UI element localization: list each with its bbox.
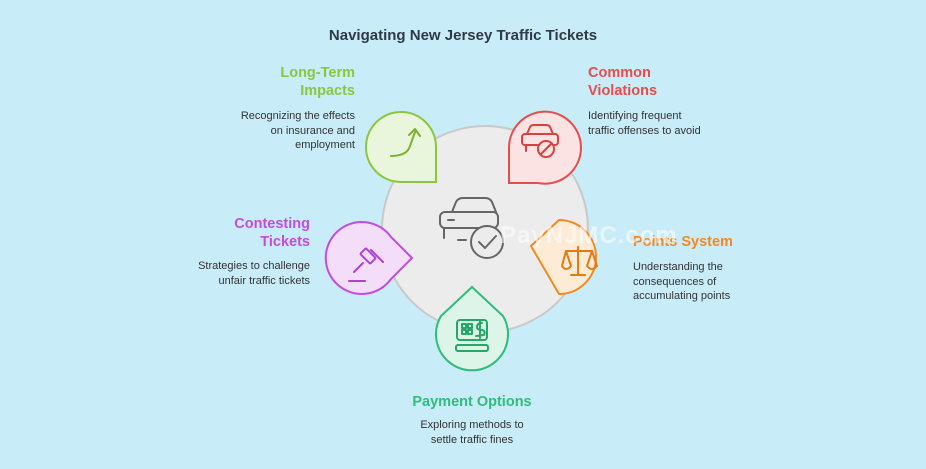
description-line: Strategies to challenge: [198, 260, 310, 272]
heading-line: Tickets: [260, 234, 310, 250]
node-contesting-tickets: [324, 221, 414, 295]
heading-line: Violations: [588, 83, 658, 99]
node-payment-options: [435, 285, 509, 372]
description-points-system: Understanding the consequences of accumu…: [633, 260, 793, 304]
balance-scale-icon: [561, 246, 598, 276]
heading-line: Points System: [633, 234, 733, 250]
heading-line: Impacts: [300, 83, 355, 99]
watermark: PayNJMC.com: [500, 222, 678, 249]
payment-terminal-icon: [455, 319, 489, 352]
gavel-icon: [348, 247, 384, 282]
diagram-title: Navigating New Jersey Traffic Tickets: [328, 27, 598, 44]
description-line: Understanding the: [633, 261, 723, 273]
node-common-violations: [508, 110, 582, 185]
description-line: Identifying frequent: [588, 110, 682, 122]
description-line: settle traffic fines: [430, 433, 514, 446]
heading-line: Contesting: [234, 216, 310, 232]
description-common-violations: Identifying frequent traffic offenses to…: [588, 109, 758, 138]
node-points-system: [529, 218, 598, 296]
car-check-icon: [439, 197, 504, 259]
heading-points-system: Points System: [633, 233, 783, 251]
heading-line: Common: [588, 65, 651, 81]
heading-payment-options: Payment Options: [372, 393, 572, 411]
description-contesting-tickets: Strategies to challenge unfair traffic t…: [150, 259, 310, 288]
heading-long-term-impacts: Long-Term Impacts: [220, 64, 355, 100]
heading-line: Payment Options: [412, 394, 532, 410]
description-payment-options: Exploring methods to settle traffic fine…: [372, 418, 572, 447]
description-line: traffic offenses to avoid: [588, 124, 701, 137]
heading-line: Long-Term: [280, 65, 355, 81]
heading-contesting-tickets: Contesting Tickets: [180, 215, 310, 251]
description-long-term-impacts: Recognizing the effects on insurance and…: [200, 109, 355, 153]
description-line: Recognizing the effects: [240, 110, 355, 122]
description-line: employment: [295, 139, 355, 151]
heading-common-violations: Common Violations: [588, 64, 728, 100]
description-line: unfair traffic tickets: [218, 274, 311, 287]
car-prohibited-icon: [521, 124, 559, 158]
description-line: on insurance and: [270, 124, 355, 137]
description-line: accumulating points: [633, 290, 731, 302]
node-long-term-impacts: [365, 111, 437, 183]
description-line: consequences of: [633, 275, 717, 288]
description-line: Exploring methods to: [420, 419, 524, 431]
trend-up-arrow-icon: [390, 128, 421, 157]
